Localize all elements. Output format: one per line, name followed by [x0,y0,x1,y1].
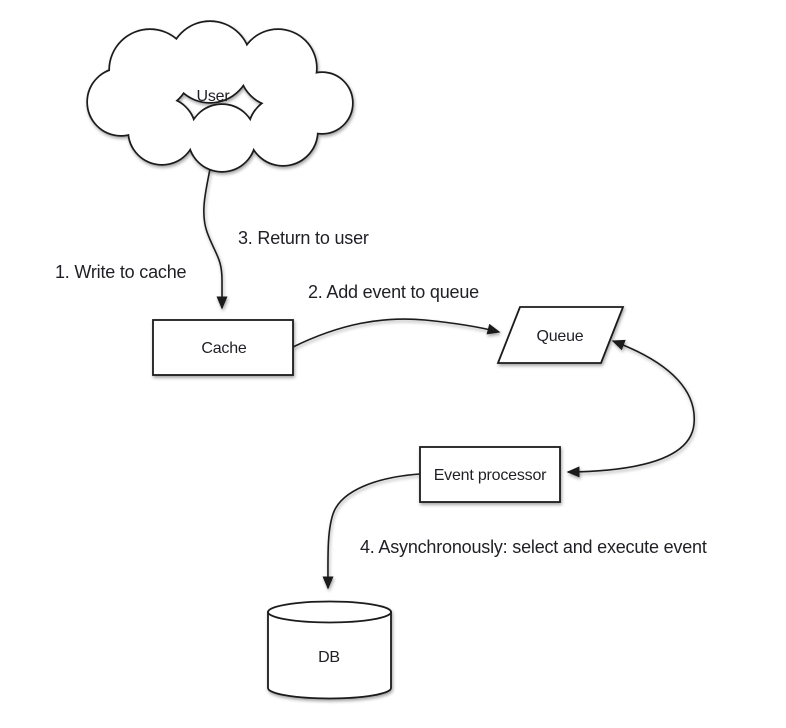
cache-node [152,319,294,376]
edge-user-to-cache [203,163,228,310]
db-node [267,600,392,700]
step-label-2-add-event-to-queue: 2. Add event to queue [308,282,479,302]
cache-label: Cache [201,340,247,357]
event-processor-label: Event processor [434,467,547,484]
edge-event-processor-to-db [322,473,421,590]
user-label: User [197,88,231,105]
edges-layer [203,163,696,590]
step-label-3-return-to-user: 3. Return to user [238,228,369,248]
user-cloud-node [86,20,354,173]
db-cylinder-body [267,611,392,700]
cloud-shape-fill [88,22,352,171]
step-label-1-write-to-cache: 1. Write to cache [55,262,187,282]
queue-label: Queue [536,328,583,345]
event-processor-node [419,446,561,503]
step-label-4-async-execute: 4. Asynchronously: select and execute ev… [360,537,707,557]
edge-cache-to-queue [292,318,501,348]
edge-queue-event-processor-double-arrow [566,339,696,478]
queue-node [496,306,625,364]
db-cylinder-top [267,600,392,624]
db-label: DB [318,649,340,666]
